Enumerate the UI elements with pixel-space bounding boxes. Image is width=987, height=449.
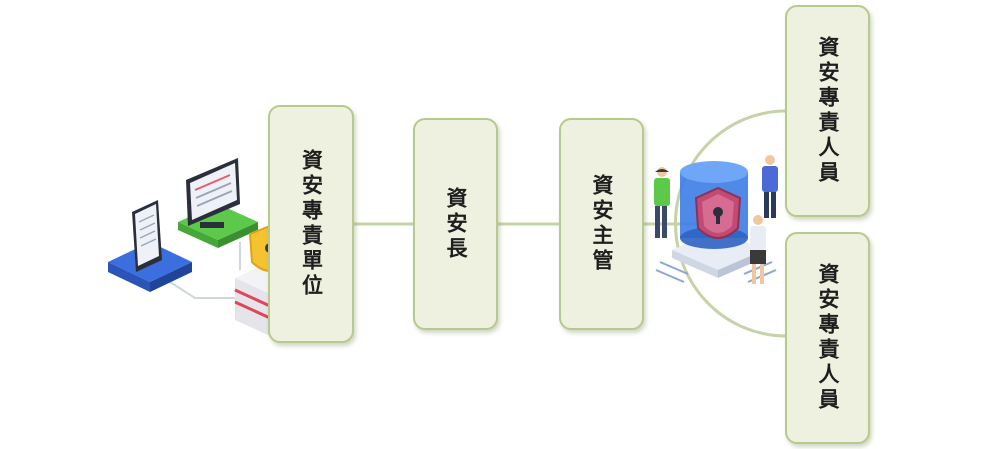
node-staff-top: 資安專責人員 bbox=[785, 5, 870, 217]
node-supervisor-label: 資安主管 bbox=[590, 174, 614, 274]
node-staff-bottom-label: 資安專責人員 bbox=[816, 263, 840, 413]
node-staff-bottom: 資安專責人員 bbox=[785, 232, 870, 444]
database-security-illustration bbox=[654, 155, 778, 284]
node-chief: 資安長 bbox=[413, 118, 498, 330]
node-chief-label: 資安長 bbox=[444, 186, 468, 262]
node-staff-top-label: 資安專責人員 bbox=[816, 36, 840, 186]
node-unit-label: 資安專責單位 bbox=[299, 149, 324, 299]
node-supervisor: 資安主管 bbox=[559, 118, 644, 330]
node-unit: 資安專責單位 bbox=[268, 105, 354, 343]
